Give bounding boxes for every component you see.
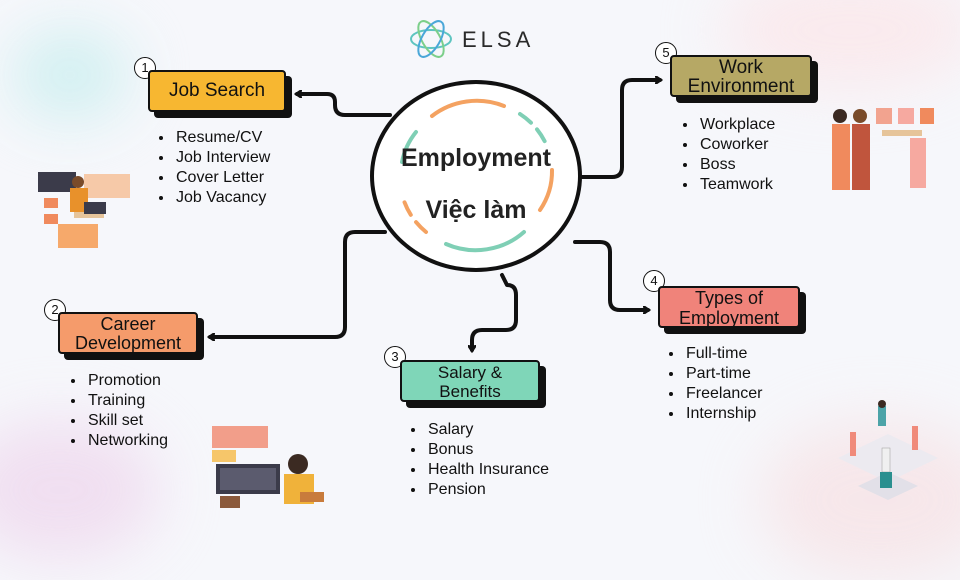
connector-career-development	[210, 230, 387, 337]
list-item: Job Vacancy	[174, 188, 270, 208]
topic-box-work-environment: Work Environment	[670, 55, 812, 97]
list-item: Freelancer	[684, 384, 762, 404]
topic-title: Job Search	[168, 80, 266, 101]
topic-title: Benefits	[439, 382, 501, 401]
list-item: Training	[86, 391, 168, 411]
list-item: Workplace	[698, 115, 775, 135]
center-title-english: Employment	[400, 144, 552, 172]
list-item: Networking	[86, 431, 168, 451]
types-of-employment-illustration	[838, 400, 938, 500]
topic-list-career-development: Promotion Training Skill set Networking	[68, 371, 168, 451]
topic-list-job-search: Resume/CV Job Interview Cover Letter Job…	[156, 128, 270, 208]
list-item: Pension	[426, 480, 556, 500]
topic-title: Employment	[678, 308, 780, 328]
list-item: Health Insurance	[426, 460, 556, 480]
topic-title: Types of	[694, 288, 764, 308]
background-blob	[10, 30, 130, 120]
topic-list-salary-benefits: Salary Bonus Health Insurance Pension	[408, 420, 556, 500]
list-item: Part-time	[684, 364, 762, 384]
list-item: Promotion	[86, 371, 168, 391]
list-item: Skill set	[86, 411, 168, 431]
topic-title: Career	[100, 314, 156, 334]
list-item: Bonus	[426, 440, 556, 460]
center-title-vietnamese: Việc làm	[425, 196, 527, 224]
list-item: Boss	[698, 155, 775, 175]
elsa-logo: ELSA	[405, 14, 530, 64]
topic-title: Environment	[687, 76, 795, 97]
center-topic: Employment Việc làm	[370, 80, 582, 272]
elsa-logo-icon	[410, 20, 452, 58]
logo-text: ELSA	[462, 27, 535, 52]
connector-types-employment	[573, 240, 648, 310]
topic-box-types-of-employment: Types of Employment	[658, 286, 800, 328]
list-item: Coworker	[698, 135, 775, 155]
connector-work-environment	[580, 80, 660, 179]
work-environment-illustration	[832, 108, 934, 190]
list-item: Resume/CV	[174, 128, 270, 148]
topic-box-salary-benefits: Salary & Benefits	[400, 360, 540, 402]
topic-box-career-development: Career Development	[58, 312, 198, 354]
career-development-illustration	[212, 426, 324, 508]
topic-title: Development	[74, 333, 182, 353]
topic-title: Work	[719, 57, 763, 78]
list-item: Salary	[426, 420, 556, 440]
list-item: Job Interview	[174, 148, 270, 168]
connector-salary-benefits	[472, 273, 518, 350]
list-item: Teamwork	[698, 175, 775, 195]
topic-list-types-of-employment: Full-time Part-time Freelancer Internshi…	[666, 344, 762, 424]
list-item: Cover Letter	[174, 168, 270, 188]
center-ring-decoration	[400, 98, 555, 253]
connector-job-search	[297, 94, 392, 117]
job-search-illustration	[38, 172, 130, 248]
connector-lines	[0, 0, 960, 540]
background-blob	[0, 420, 160, 560]
list-item: Full-time	[684, 344, 762, 364]
list-item: Internship	[684, 404, 762, 424]
topic-title: Salary &	[437, 363, 503, 382]
topic-box-job-search: Job Search	[148, 70, 286, 112]
topic-list-work-environment: Workplace Coworker Boss Teamwork	[680, 115, 775, 195]
